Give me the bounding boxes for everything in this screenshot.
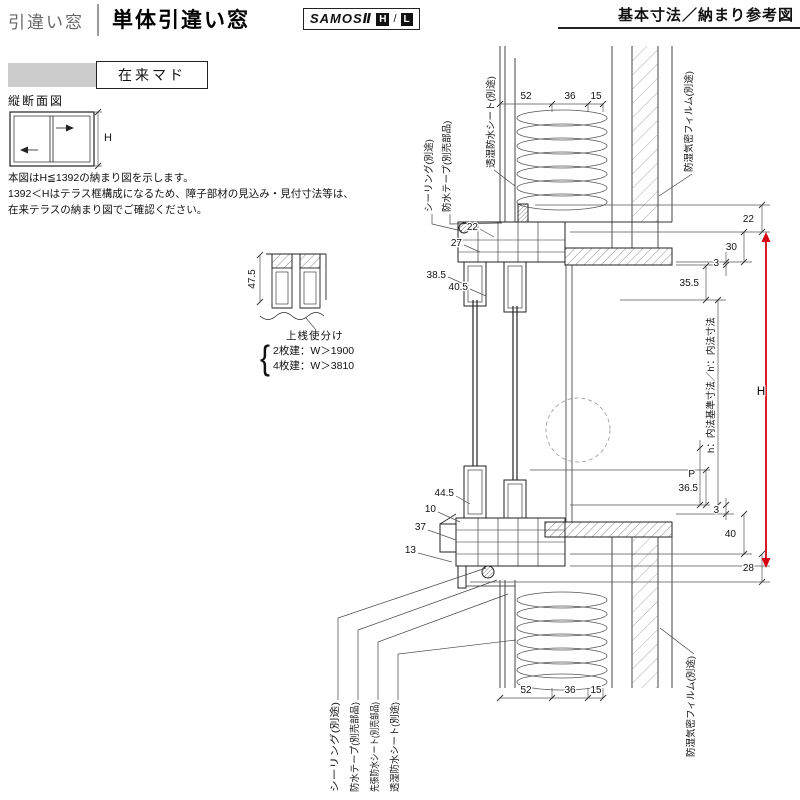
frame-type-label: 在来マド (96, 61, 208, 89)
page-title: 単体引違い窓 (112, 9, 250, 32)
header-rule (558, 27, 800, 29)
head-frame (457, 203, 673, 266)
dim-label: 40 (725, 529, 737, 540)
dimension-lines (94, 100, 770, 702)
dim-label: 38.5 (427, 270, 447, 281)
dim-label: 13 (405, 545, 417, 556)
callout-label: 透湿防水シート(別途) (389, 702, 401, 792)
dim-label: 30 (726, 242, 738, 253)
inner-dimension-note: h：内法基準寸法／h'：内法寸法 (705, 317, 717, 453)
dim-label: 22 (467, 222, 479, 233)
note-block: 本図はH≦1392の納まり図を示します。 1392＜Hはテラス框構成になるため、… (8, 170, 354, 218)
wall-section-bottom (499, 537, 673, 691)
interior-floor-board (544, 521, 673, 538)
grade-l-badge: L (400, 12, 413, 26)
dim-label: 27 (451, 238, 463, 249)
dim-label: 52 (520, 685, 532, 696)
detail-drawing (259, 253, 327, 331)
leader-lines (337, 169, 695, 700)
dimension-ticks (94, 100, 766, 702)
arrow-up-icon (761, 232, 771, 242)
arrow-down-icon (761, 558, 771, 568)
callout-label: シーリング(別途) (329, 702, 341, 792)
insulation-coil-bottom (516, 591, 608, 691)
series-badge: SAMOSⅡ H / L (303, 8, 420, 30)
dim-label: 40.5 (449, 282, 469, 293)
callout-label: 防湿気密フィルム(別途) (683, 71, 695, 172)
detail-row-2panel: 2枚建：W＞1900 (273, 345, 355, 357)
callout-label: 透湿防水シート(別途) (485, 76, 497, 168)
dim-label: 36.5 (679, 483, 699, 494)
height-arrow (761, 232, 771, 568)
dim-label: 52 (520, 91, 532, 102)
note-line: 在来テラスの納まり図でご確認ください。 (8, 204, 208, 216)
dim-label-detail: 47.5 (247, 269, 258, 289)
sashes (463, 261, 527, 533)
head-trim-board (564, 247, 673, 266)
slide-arrow-left-icon (20, 146, 28, 154)
grade-slash: / (393, 13, 397, 25)
elevation-drawing (9, 111, 102, 167)
interior-casing (545, 265, 611, 522)
dim-label: 36 (564, 685, 576, 696)
header-divider (97, 4, 99, 36)
sealing-bottom (481, 565, 495, 579)
dim-label: 3 (713, 505, 719, 516)
detail-title: 上桟使分け (286, 330, 344, 342)
section-view-label: 縦断面図 (8, 94, 65, 108)
dim-label: 22 (743, 214, 755, 225)
callout-label: 防水テープ(別売部品) (441, 121, 453, 212)
callout-label: 防湿気密フィルム(別途) (685, 656, 697, 757)
dim-label: 10 (425, 504, 437, 515)
sealing-top (458, 222, 470, 234)
header-right-title: 基本寸法／納まり参考図 (617, 7, 794, 24)
dim-label: 44.5 (435, 488, 455, 499)
note-line: 1392＜Hはテラス框構成になるため、障子部材の見込み・見付寸法等は、 (8, 188, 354, 200)
callout-label: 防水テープ(別売部品) (349, 702, 361, 792)
slide-arrow-right-icon (66, 124, 74, 132)
series-name: SAMOSⅡ (310, 11, 373, 26)
dim-label-p: P (688, 469, 695, 480)
dim-label: 15 (590, 685, 602, 696)
dim-label: 3 (713, 258, 719, 269)
frame-type-graybar (8, 63, 96, 87)
page-category: 引違い窓 (8, 13, 84, 32)
detail-brace: { (260, 339, 271, 378)
dim-label: 36 (564, 91, 576, 102)
detail-callout-text: 上桟使分け { 2枚建：W＞1900 4枚建：W＞3810 (260, 328, 355, 378)
drawing-labels: 52 36 15 52 36 15 22 27 38.5 40.5 44.5 1… (103, 70, 767, 793)
dim-label: 28 (743, 563, 755, 574)
elevation-height-label: H (104, 132, 112, 144)
callout-label: シーリング(別途) (423, 139, 435, 212)
detail-row-4panel: 4枚建：W＞3810 (273, 360, 355, 372)
dim-label: 35.5 (680, 278, 700, 289)
dim-label: 15 (590, 91, 602, 102)
sill-frame (439, 513, 673, 589)
handle-clearance-arc (545, 397, 611, 463)
dim-label: 37 (415, 522, 427, 533)
dim-label-height: H (757, 386, 765, 398)
insulation-coil-top (516, 109, 608, 211)
note-line: 本図はH≦1392の納まり図を示します。 (8, 172, 194, 184)
grade-h-badge: H (376, 12, 390, 26)
callout-label: 先張防水シート(別売部品) (369, 702, 381, 792)
